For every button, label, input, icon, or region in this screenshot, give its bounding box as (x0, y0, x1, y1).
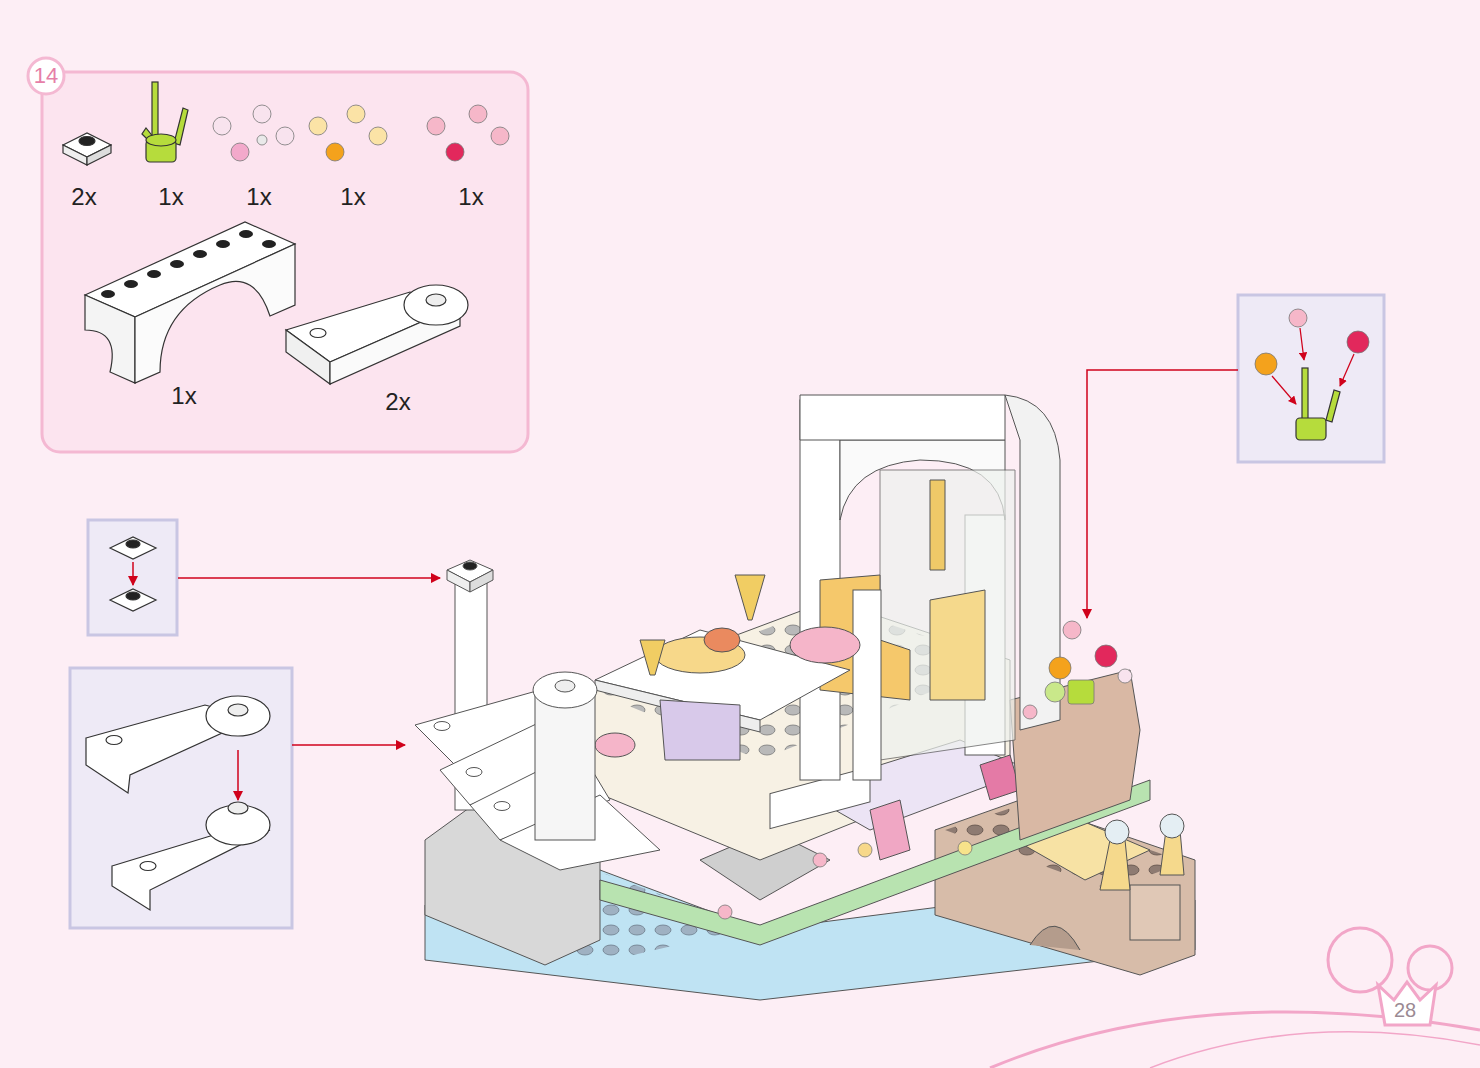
part-count: 2x (71, 183, 96, 211)
step-number-text: 14 (34, 64, 58, 88)
part-count-text: 1x (158, 183, 183, 210)
part-count-text: 1x (458, 183, 483, 210)
part-count: 1x (158, 183, 183, 211)
part-count-text: 2x (385, 388, 410, 415)
part-count: 1x (171, 382, 196, 410)
page-number: 28 (1394, 999, 1416, 1021)
part-count-text: 1x (246, 183, 271, 210)
part-count-text: 1x (171, 382, 196, 409)
step-number: 14 (26, 56, 66, 96)
part-count: 2x (385, 388, 410, 416)
part-count: 1x (340, 183, 365, 211)
part-count-text: 1x (340, 183, 365, 210)
part-count: 1x (458, 183, 483, 211)
part-count: 28 (1394, 999, 1416, 1022)
part-count: 1x (246, 183, 271, 211)
part-count-text: 2x (71, 183, 96, 210)
